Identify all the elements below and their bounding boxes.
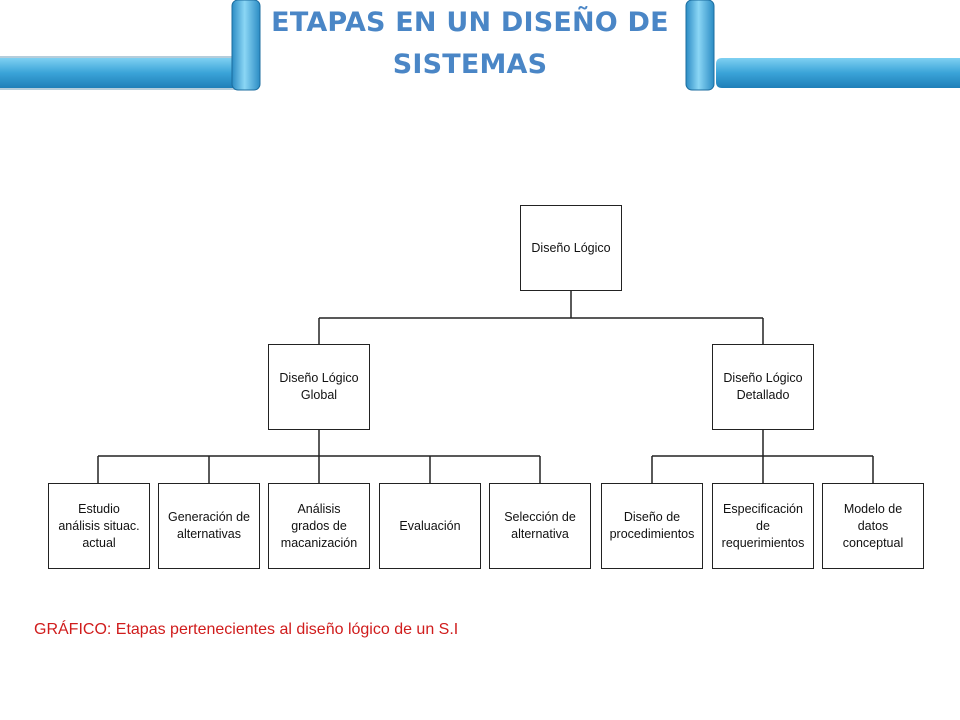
node-diseno-logico-detallado: Diseño Lógico Detallado xyxy=(712,344,814,430)
slide-title-line2: SISTEMAS xyxy=(392,49,548,80)
node-seleccion-alternativa: Selección de alternativa xyxy=(489,483,591,569)
node-analisis-grados: Análisis grados de macanización xyxy=(268,483,370,569)
node-root-diseno-logico: Diseño Lógico xyxy=(520,205,622,291)
node-modelo-datos: Modelo de datos conceptual xyxy=(822,483,924,569)
node-diseno-logico-global: Diseño Lógico Global xyxy=(268,344,370,430)
title-frame-decoration xyxy=(0,0,960,91)
node-estudio-analisis: Estudio análisis situac. actual xyxy=(48,483,150,569)
node-generacion-alternativas: Generación de alternativas xyxy=(158,483,260,569)
figure-caption: GRÁFICO: Etapas pertenecientes al diseño… xyxy=(34,621,459,638)
node-evaluacion: Evaluación xyxy=(379,483,481,569)
slide-title: ETAPAS EN UN DISEÑO DE SISTEMAS xyxy=(265,2,675,86)
slide-title-line1: ETAPAS EN UN DISEÑO DE xyxy=(271,7,669,38)
node-especificacion-requerimientos: Especificación de requerimientos xyxy=(712,483,814,569)
node-diseno-procedimientos: Diseño de procedimientos xyxy=(601,483,703,569)
